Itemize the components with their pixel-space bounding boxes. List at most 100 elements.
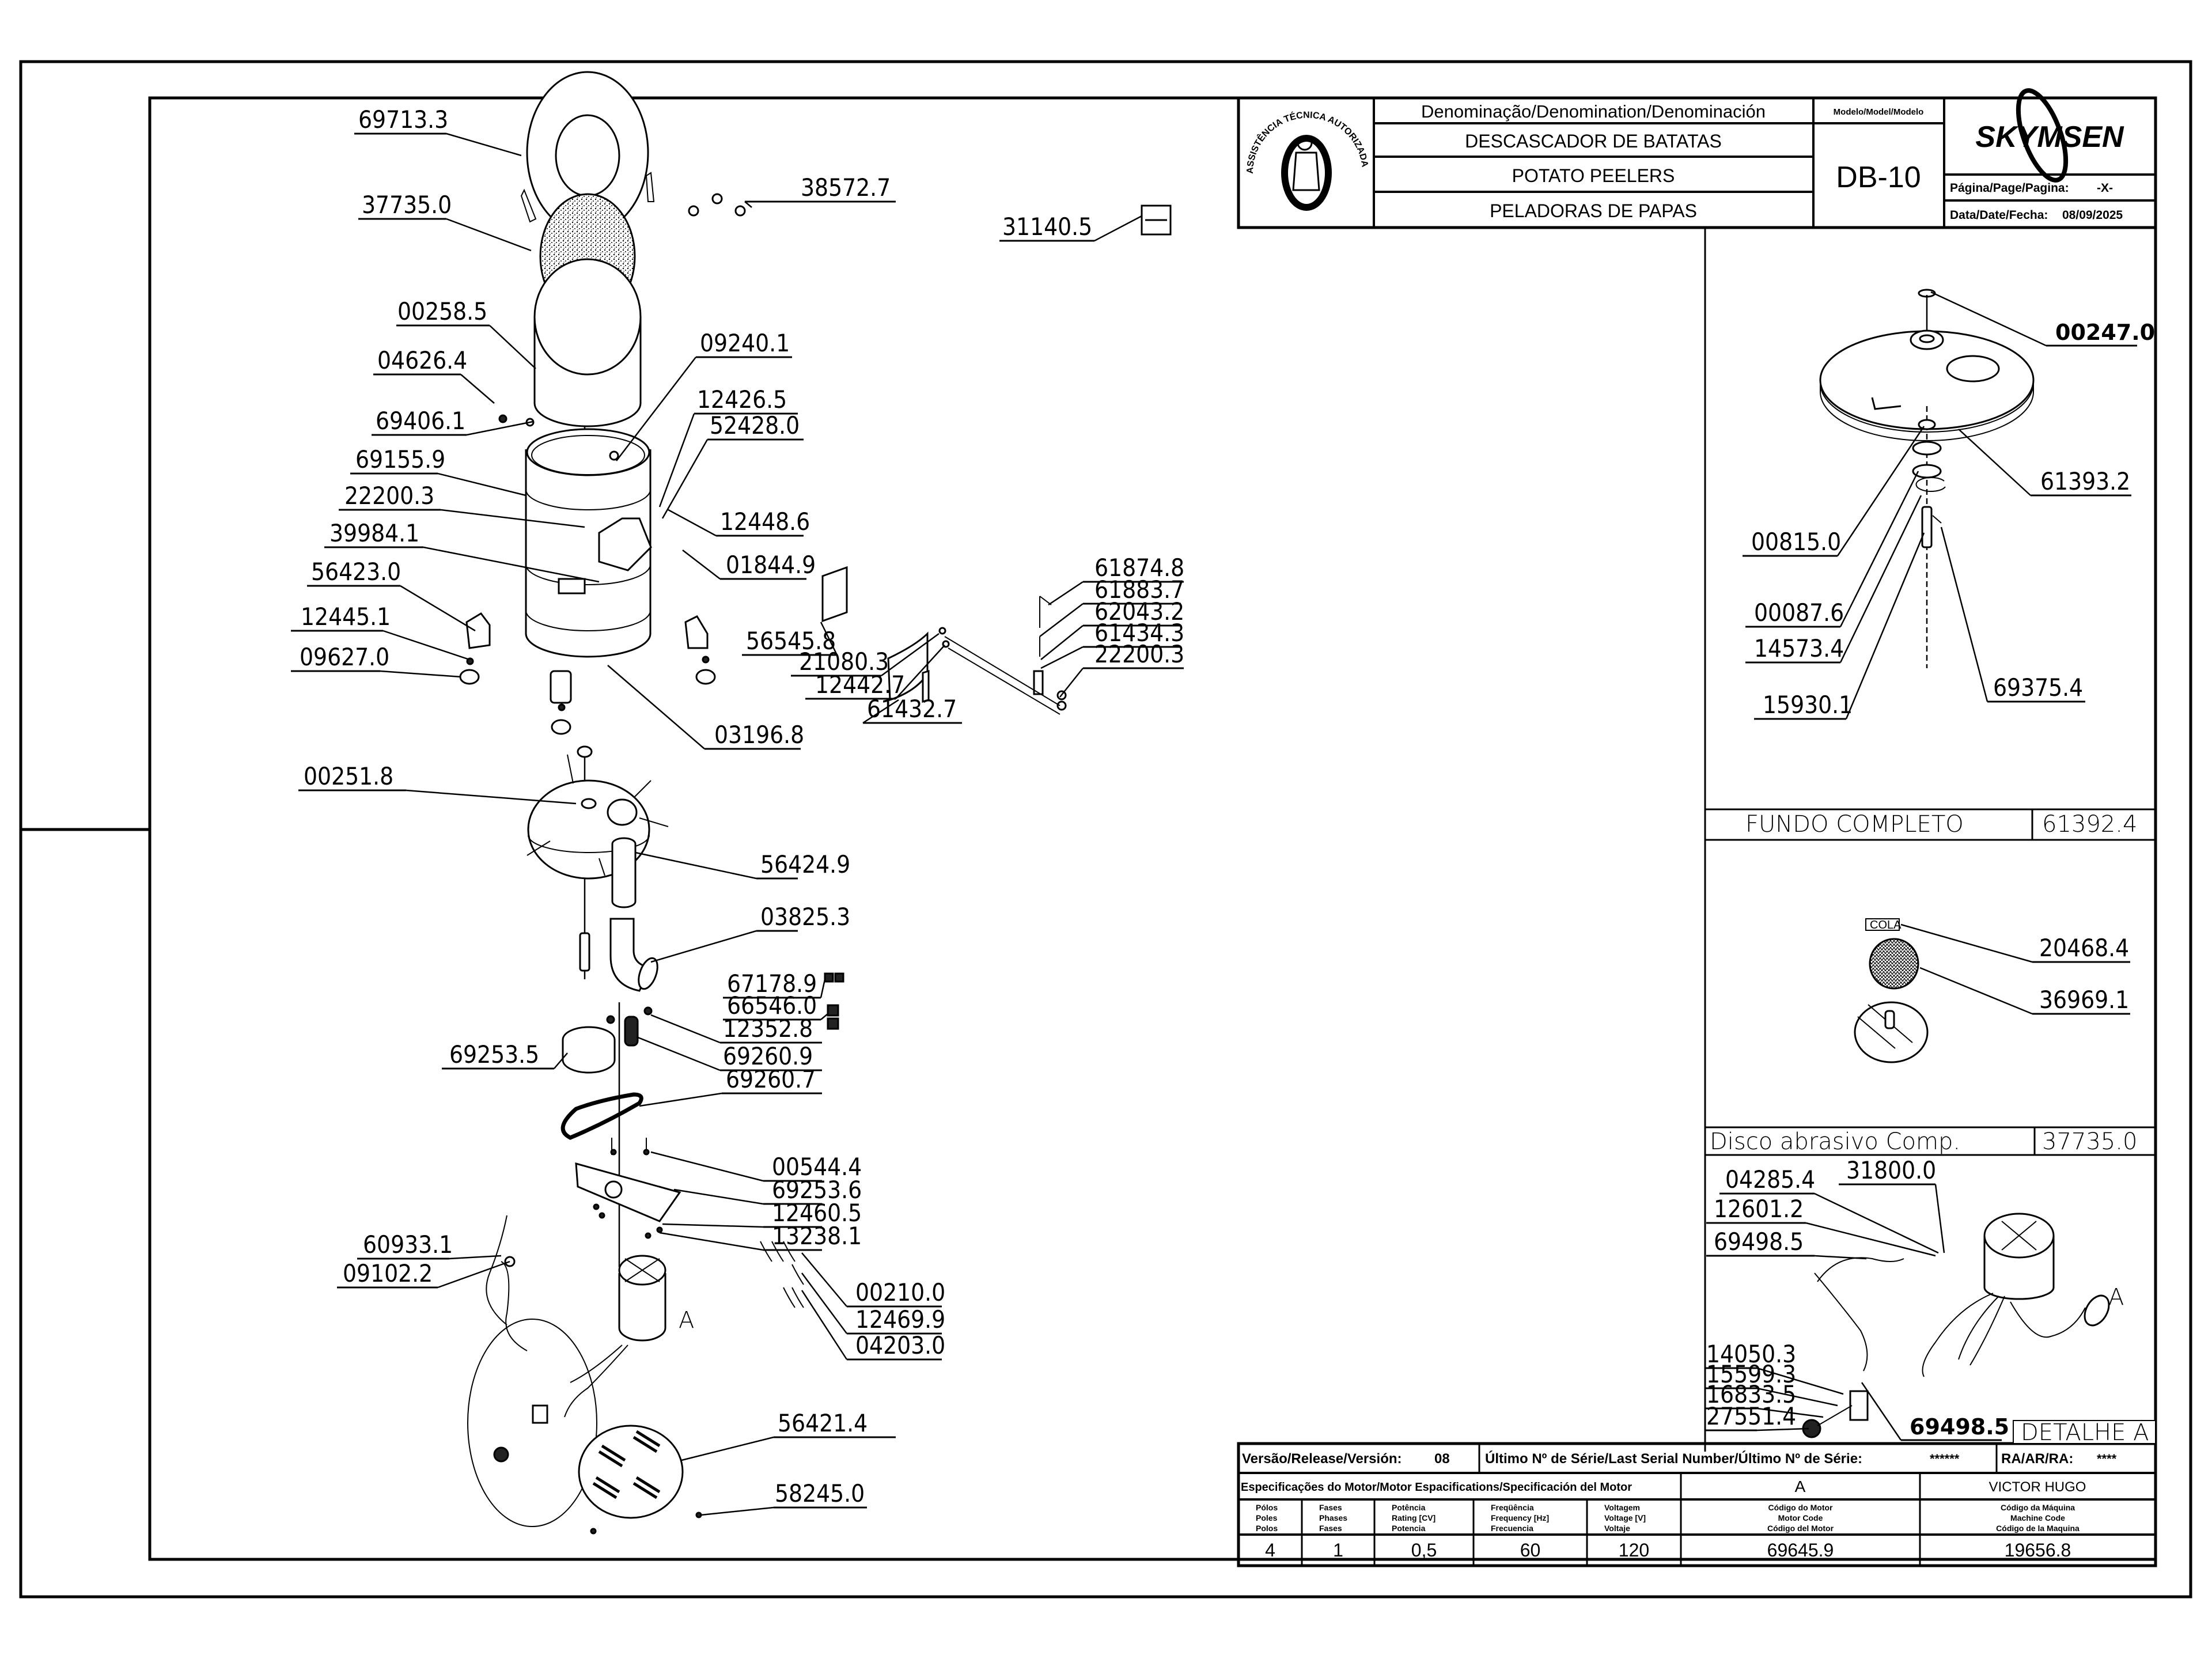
part-callout: 12448.6 <box>668 507 810 537</box>
spec-value: 120 <box>1619 1540 1649 1560</box>
part-callout: 38572.7 <box>744 173 896 208</box>
part-callout: 01844.9 <box>682 550 816 580</box>
spec-header-text: Frequency [Hz] <box>1491 1513 1549 1522</box>
spec-header-text: Fases <box>1319 1524 1342 1533</box>
part-callout: 69375.4 <box>1940 527 2085 703</box>
part-number-label: 69498.5 <box>1714 1228 1804 1256</box>
brush-part <box>824 972 834 983</box>
motor-pulley-part <box>624 1016 639 1047</box>
part-callout: 56424.9 <box>635 850 850 880</box>
springs-part <box>760 1241 804 1308</box>
spec-header-text: Frecuencia <box>1491 1524 1533 1533</box>
spec-header-text: Freqüência <box>1491 1503 1534 1512</box>
part-number-label: 36969.1 <box>2039 986 2129 1014</box>
denomination-header: Denominação/Denomination/Denominación <box>1421 101 1766 122</box>
part-callout: 62043.2 <box>1040 597 1184 660</box>
fundo-code: 61392.4 <box>2042 811 2137 838</box>
part-number-label: 60933.1 <box>363 1230 453 1259</box>
disco-title: Disco abrasivo Comp. <box>1710 1128 1960 1155</box>
part-callout: 00210.0 <box>801 1252 945 1308</box>
disco-section: COLA Disco abrasivo Comp. 37735.0 <box>1710 918 2137 1155</box>
part-number-label: 09102.2 <box>343 1259 433 1287</box>
part-number-label: 56421.4 <box>778 1409 868 1437</box>
spec-value: 0,5 <box>1411 1540 1437 1560</box>
part-callout: 56423.0 <box>307 558 476 632</box>
part-callout: 09240.1 <box>616 329 792 461</box>
svg-text:ASSISTÊNCIA TÉCNICA AUTORIZADA: ASSISTÊNCIA TÉCNICA AUTORIZADA <box>1245 110 1370 173</box>
part-callout: 58245.0 <box>700 1479 867 1516</box>
part-number-label: 12445.1 <box>301 603 391 631</box>
part-number-label: 03825.3 <box>760 903 850 931</box>
spec-value: 69645.9 <box>1767 1540 1834 1560</box>
pulley-part <box>562 1026 616 1074</box>
part-number-label: 09240.1 <box>700 329 790 357</box>
part-callout: 12460.5 <box>662 1199 862 1228</box>
part-number-label: 03196.8 <box>714 721 804 749</box>
part-callout: 00815.0 <box>1743 426 1925 557</box>
drain-tube-part <box>611 837 637 908</box>
part-callout: 61393.2 <box>1958 429 2131 497</box>
part-number-label: 61874.8 <box>1094 554 1184 582</box>
part-number-label: 15930.1 <box>1763 691 1853 719</box>
part-callout: 12442.7 <box>805 645 945 700</box>
ra-value: **** <box>2097 1452 2117 1466</box>
part-callout: 69155.9 <box>350 445 527 497</box>
part-number-label: 37735.0 <box>362 191 452 219</box>
spec-header-text: Voltage [V] <box>1604 1513 1646 1522</box>
detail-marker-large: A <box>2108 1284 2124 1310</box>
spec-header-text: Phases <box>1319 1513 1347 1522</box>
spec-header-text: Código de la Maquina <box>1996 1524 2080 1533</box>
part-number-label: 00210.0 <box>855 1278 945 1306</box>
title-block: ASSISTÊNCIA TÉCNICA AUTORIZADA Denominaç… <box>1237 88 2157 229</box>
part-callout: 04285.4 <box>1719 1165 1939 1254</box>
part-number-label: 61432.7 <box>867 695 957 723</box>
part-number-label: 66546.0 <box>727 991 817 1020</box>
part-callout: 12426.5 <box>658 385 798 507</box>
spec-header-text: Fases <box>1319 1503 1342 1512</box>
part-number-label: 52428.0 <box>710 411 800 440</box>
part-number-label: 01844.9 <box>726 551 816 579</box>
model-header: Modelo/Model/Modelo <box>1834 107 1924 117</box>
part-callout: 21080.3 <box>791 632 940 677</box>
part-number-label: 14573.4 <box>1754 634 1844 662</box>
model-code: DB-10 <box>1836 161 1921 194</box>
belt-part <box>560 1092 643 1140</box>
part-callout: 31140.5 <box>999 213 1142 242</box>
part-number-label: 38572.7 <box>801 173 891 202</box>
part-number-label: 67178.9 <box>727 969 817 998</box>
part-number-label: 31140.5 <box>1002 213 1092 241</box>
motor-spec-label: Especificações do Motor/Motor Espacifica… <box>1241 1481 1632 1494</box>
part-number-label: 21080.3 <box>799 647 889 676</box>
part-callout: 61434.3 <box>1040 619 1184 669</box>
name-english: POTATO PEELERS <box>1512 165 1675 186</box>
part-number-label: 69713.3 <box>358 105 448 134</box>
part-callout: 56545.8 <box>742 622 838 656</box>
part-callout: 61874.8 <box>1048 554 1184 606</box>
part-callout: 12352.8 <box>650 1014 822 1044</box>
part-callout: 31800.0 <box>1839 1156 1945 1253</box>
part-number-label: 58245.0 <box>775 1479 865 1508</box>
part-number-label: 61393.2 <box>2040 467 2130 495</box>
part-callout: 52428.0 <box>661 411 804 519</box>
page-value: -X- <box>2097 181 2113 195</box>
wiring-detail-circle <box>467 1319 597 1527</box>
serial-label: Último Nº de Série/Last Serial Number/Úl… <box>1485 1450 1862 1467</box>
spec-value: 1 <box>1333 1540 1343 1560</box>
part-number-label: 04285.4 <box>1725 1165 1815 1194</box>
part-callout: 12469.9 <box>801 1272 945 1335</box>
part-number-label: 61434.3 <box>1094 619 1184 647</box>
spec-header-text: Código da Máquina <box>2001 1503 2075 1512</box>
part-number-label: 12469.9 <box>855 1305 945 1334</box>
inner-cylinder-part <box>533 258 642 427</box>
part-number-label: 56424.9 <box>760 850 850 878</box>
version-value: 08 <box>1434 1451 1450 1467</box>
part-callout: 14573.4 <box>1745 495 1922 664</box>
part-number-label: 12442.7 <box>815 671 905 699</box>
part-number-label: 00258.5 <box>397 297 487 325</box>
bottom-plate-part <box>527 745 669 880</box>
capacitor-part <box>827 1004 839 1017</box>
seal-text: ASSISTÊNCIA TÉCNICA AUTORIZADA <box>1245 110 1370 173</box>
part-number-label: 12460.5 <box>772 1199 862 1227</box>
spec-header-text: Código do Motor <box>1768 1503 1834 1512</box>
